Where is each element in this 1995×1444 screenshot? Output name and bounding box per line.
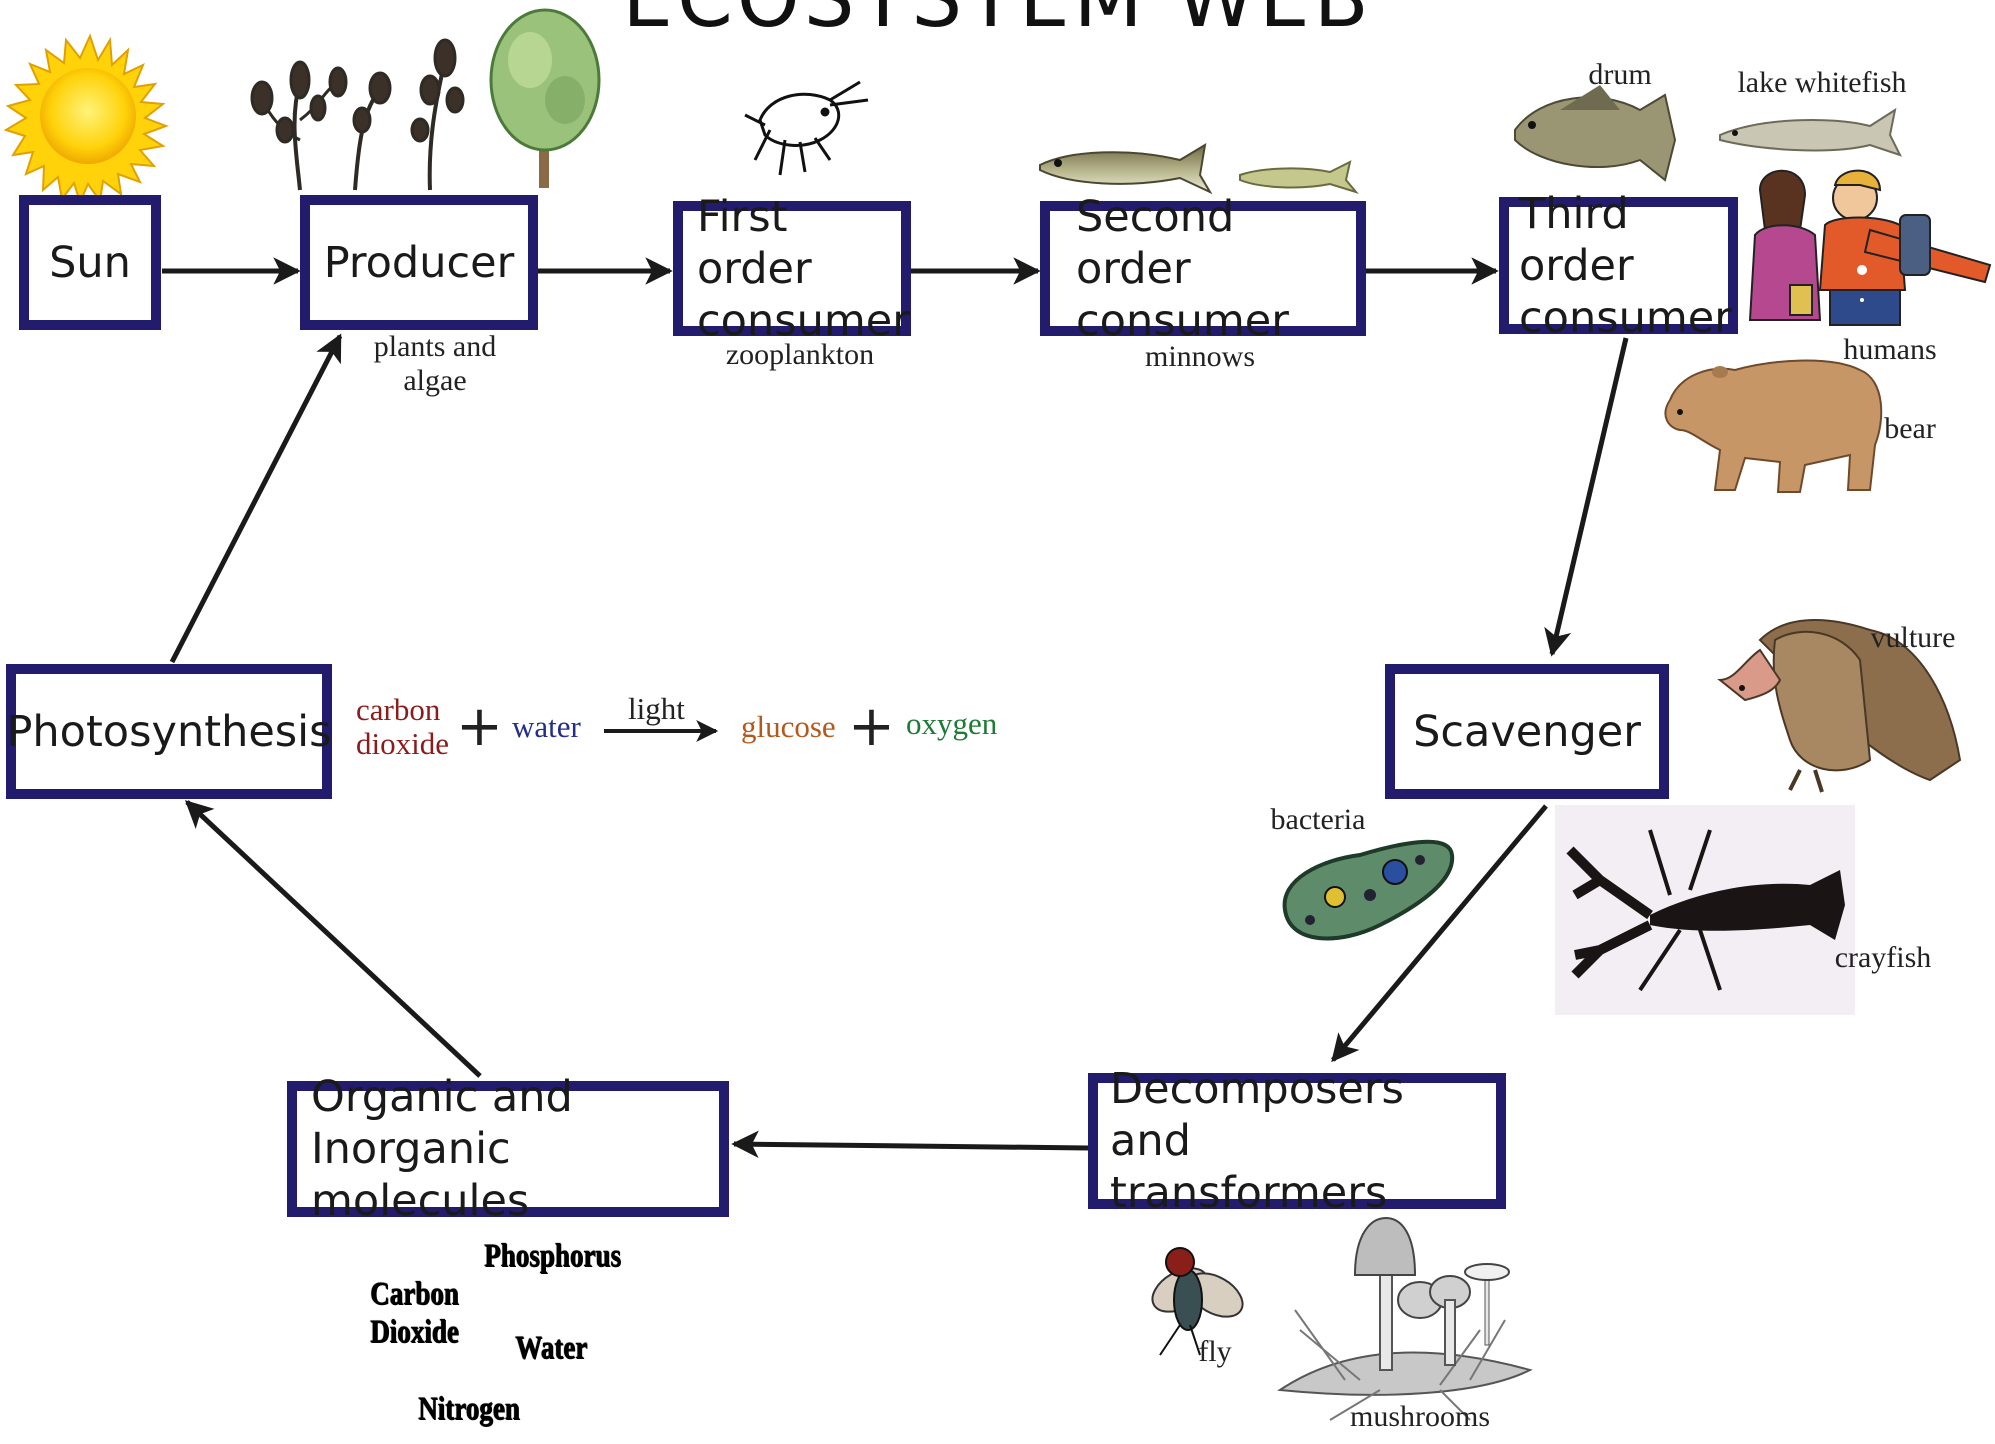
label-humans: humans — [1843, 333, 1937, 366]
mushrooms-icon — [1277, 1216, 1533, 1421]
eq-light: light — [628, 691, 685, 726]
label-mushrooms: mushrooms — [1349, 1400, 1490, 1433]
bacteria-icon — [1282, 839, 1455, 941]
eq-carbon-dioxide: carbon dioxide — [356, 692, 449, 761]
sun-icon — [3, 33, 169, 205]
diagram-title: ECOSYSTEM WEB — [0, 0, 1995, 45]
molecule-water: Water — [515, 1330, 588, 1366]
bear-icon — [1664, 359, 1883, 493]
node-producer: Producer — [300, 195, 538, 330]
node-third-order-consumer: Third order consumer — [1499, 189, 1738, 343]
drum-fish-icon — [1514, 85, 1677, 182]
label-plants-algae: plants and algae — [373, 330, 497, 397]
minnow-icon — [1039, 143, 1359, 195]
crayfish-icon — [1555, 805, 1855, 1015]
lake-whitefish-icon — [1719, 107, 1902, 157]
molecule-carbon-dioxide: Carbon Dioxide — [370, 1276, 459, 1350]
arrow-photosynthesis-producer — [169, 333, 343, 664]
label-bacteria: bacteria — [1270, 803, 1366, 836]
eq-glucose: glucose — [741, 709, 836, 744]
arrow-third-scavenger — [1544, 337, 1629, 657]
eq-plus-1: + — [456, 694, 503, 759]
node-photosynthesis: Photosynthesis — [6, 664, 332, 799]
arrow-scavenger-decomposers — [1331, 804, 1548, 1063]
node-scavenger: Scavenger — [1385, 664, 1669, 799]
node-scavenger-label: Scavenger — [1413, 706, 1641, 757]
node-producer-label: Producer — [323, 237, 515, 288]
node-decomposers-label: Decomposers and transformers — [1110, 1064, 1404, 1218]
tree-icon — [489, 8, 601, 188]
node-decomposers: Decomposers and transformers — [1088, 1064, 1506, 1218]
node-first-order-consumer: First order consumer — [673, 192, 911, 346]
label-vulture: vulture — [1870, 621, 1956, 654]
arrow-molecules-photosynthesis — [184, 800, 482, 1078]
arrow-decomposers-molecules — [731, 1130, 1089, 1159]
label-zooplankton: zooplankton — [725, 338, 875, 371]
node-third-order-label: Third order consumer — [1519, 188, 1732, 343]
node-sun: Sun — [19, 195, 161, 330]
label-fly: fly — [1198, 1335, 1232, 1368]
label-minnows: minnows — [1144, 340, 1255, 373]
label-bear: bear — [1884, 412, 1936, 445]
eq-oxygen: oxygen — [906, 706, 998, 741]
node-sun-label: Sun — [49, 237, 131, 288]
eq-water: water — [512, 709, 581, 744]
node-molecules: Organic and Inorganic molecules — [287, 1072, 729, 1226]
node-second-order-consumer: Second order consumer — [1040, 192, 1366, 346]
seaweed-icon — [250, 38, 465, 191]
fly-icon — [1151, 1247, 1244, 1356]
label-lake-whitefish: lake whitefish — [1737, 66, 1907, 99]
zooplankton-icon — [744, 80, 869, 176]
label-drum: drum — [1588, 58, 1652, 91]
node-molecules-label: Organic and Inorganic molecules — [311, 1072, 573, 1226]
node-photosynthesis-label: Photosynthesis — [6, 706, 332, 757]
vulture-icon — [1717, 619, 1962, 793]
humans-icon — [1748, 169, 1992, 326]
label-crayfish: crayfish — [1834, 941, 1932, 974]
node-second-order-label: Second order consumer — [1076, 191, 1289, 346]
molecule-nitrogen: Nitrogen — [418, 1391, 520, 1427]
eq-plus-2: + — [848, 694, 895, 759]
molecule-phosphorus: Phosphorus — [484, 1238, 621, 1274]
node-first-order-label: First order consumer — [697, 191, 910, 346]
